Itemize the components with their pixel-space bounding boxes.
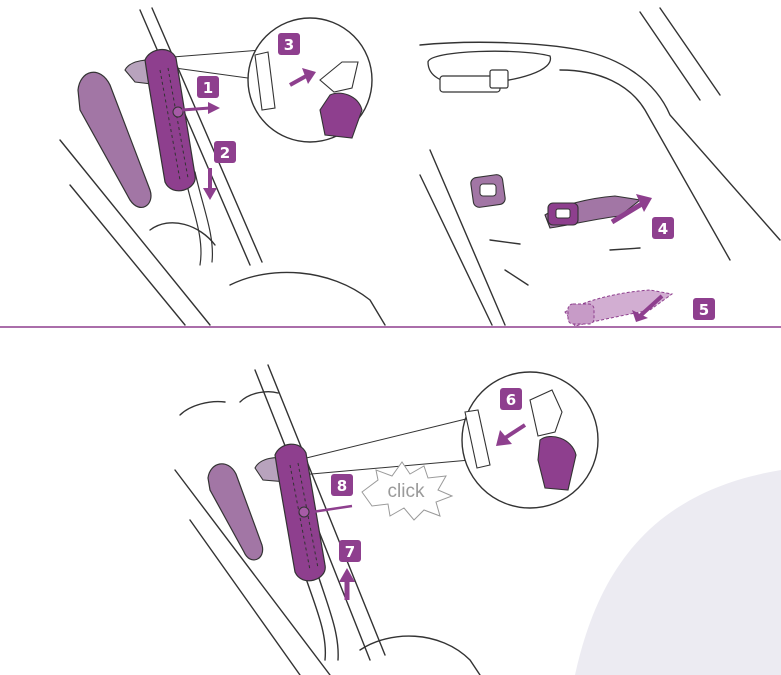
svg-text:4: 4: [658, 220, 668, 238]
zoom-detail-bottom: [462, 372, 598, 508]
click-label: click: [388, 481, 425, 502]
svg-text:7: 7: [345, 543, 355, 561]
svg-text:1: 1: [203, 79, 213, 97]
click-burst: click: [362, 462, 452, 520]
step-badge-6: 6: [500, 388, 522, 410]
arrow-pull-out: [182, 102, 220, 114]
strap-removed: [565, 290, 672, 326]
step-badge-2: 2: [214, 141, 236, 163]
step-badge-5: 5: [693, 298, 715, 320]
strap-with-buckle: [545, 194, 652, 228]
svg-text:8: 8: [337, 477, 347, 495]
step-badge-4: 4: [652, 217, 674, 239]
side-pad: [78, 72, 151, 207]
watermark-shape: [575, 470, 781, 675]
step-badge-7: 7: [339, 540, 361, 562]
svg-text:3: 3: [284, 36, 294, 54]
zoom-detail-top: [248, 18, 372, 142]
panel-bottom: [175, 365, 480, 675]
svg-text:6: 6: [506, 391, 516, 409]
step-badge-3: 3: [278, 33, 300, 55]
step-badge-1: 1: [197, 76, 219, 98]
side-pad-bottom: [208, 464, 263, 560]
arrow-push-in: [312, 506, 352, 512]
step-badge-8: 8: [331, 474, 353, 496]
buckle-top: [428, 51, 550, 92]
svg-text:2: 2: [220, 144, 230, 162]
buckle-part-small: [470, 174, 506, 208]
svg-text:5: 5: [699, 301, 709, 319]
arrow-slide-up: [339, 568, 355, 600]
